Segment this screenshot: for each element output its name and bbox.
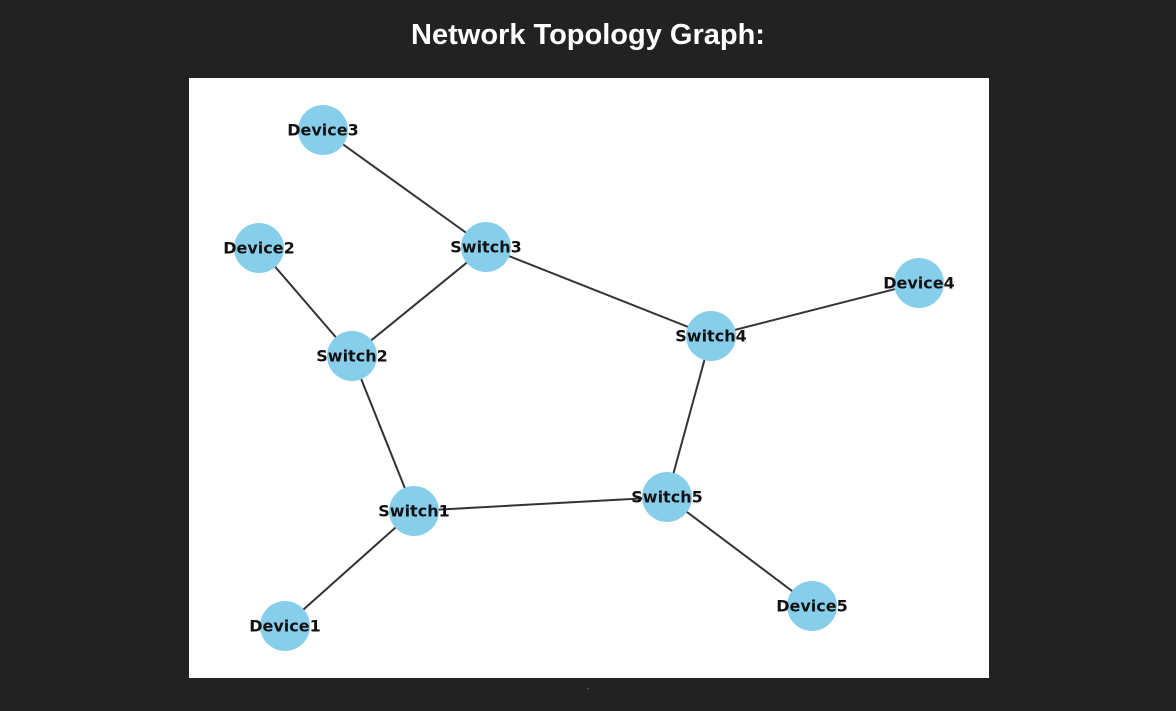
node-device5: Device5 — [776, 581, 848, 631]
node-label: Device1 — [249, 617, 321, 636]
node-switch4: Switch4 — [675, 311, 747, 361]
node-label: Switch3 — [450, 238, 521, 257]
node-circle — [389, 486, 439, 536]
node-switch5: Switch5 — [631, 472, 703, 522]
footer-dot — [587, 688, 589, 689]
edge-device4-switch4 — [710, 282, 920, 337]
node-circle — [260, 601, 310, 651]
edge-switch1-device1 — [284, 510, 415, 627]
edge-switch3-switch4 — [485, 246, 712, 337]
node-label: Switch5 — [631, 488, 702, 507]
node-device1: Device1 — [249, 601, 321, 651]
node-label: Switch2 — [316, 347, 387, 366]
node-circle — [642, 472, 692, 522]
node-circle — [327, 331, 377, 381]
node-circle — [686, 311, 736, 361]
node-device4: Device4 — [883, 258, 955, 308]
node-label: Switch4 — [675, 327, 746, 346]
node-label: Device4 — [883, 274, 955, 293]
edge-switch3-switch2 — [351, 246, 487, 357]
node-label: Device2 — [223, 239, 295, 258]
node-switch2: Switch2 — [316, 331, 388, 381]
edge-switch5-device5 — [666, 496, 813, 607]
node-circle — [787, 581, 837, 631]
node-circle — [298, 105, 348, 155]
node-circle — [461, 222, 511, 272]
node-device2: Device2 — [223, 223, 295, 273]
node-label: Device3 — [287, 121, 359, 140]
node-circle — [894, 258, 944, 308]
node-switch3: Switch3 — [450, 222, 522, 272]
edge-device3-switch3 — [322, 129, 487, 248]
edge-switch2-switch1 — [351, 355, 415, 512]
node-label: Switch1 — [378, 502, 449, 521]
node-label: Device5 — [776, 597, 848, 616]
node-switch1: Switch1 — [378, 486, 450, 536]
edge-switch4-switch5 — [666, 335, 712, 498]
edge-switch1-switch5 — [413, 496, 668, 512]
page-title: Network Topology Graph: — [411, 19, 765, 51]
node-circle — [234, 223, 284, 273]
node-device3: Device3 — [287, 105, 359, 155]
